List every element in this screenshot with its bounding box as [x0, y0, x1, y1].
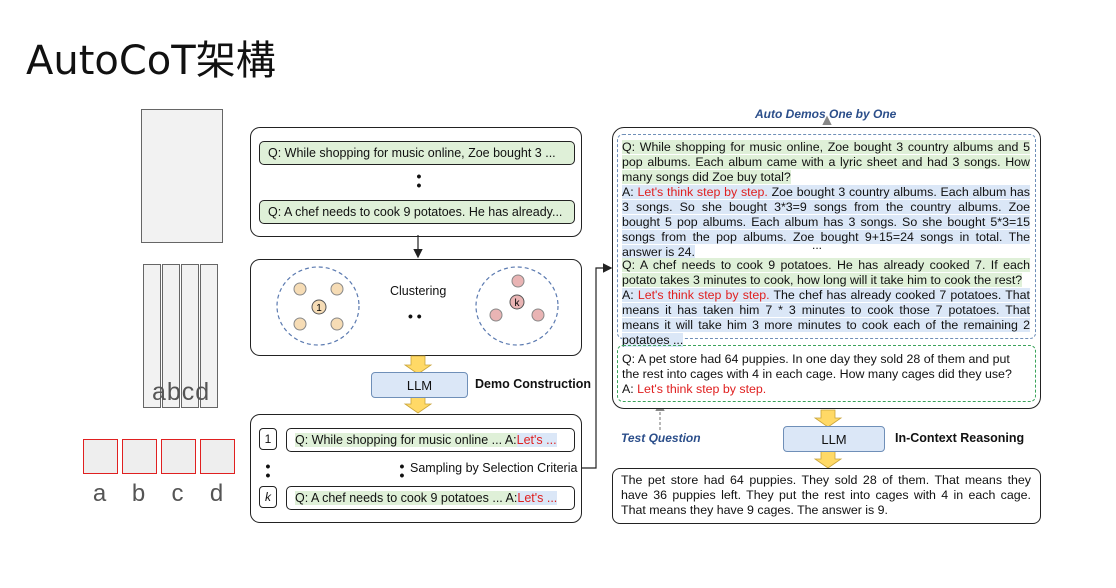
demo-2-question: Q: A chef needs to cook 9 potatoes. He h…	[622, 258, 1030, 287]
question-box-1: Q: While shopping for music online, Zoe …	[259, 141, 575, 165]
red-box-a	[83, 439, 118, 474]
red-box-b	[122, 439, 157, 474]
demo-1: Q: While shopping for music online, Zoe …	[622, 140, 1030, 260]
cluster-1-id: 1	[316, 303, 322, 314]
sampling-label: Sampling by Selection Criteria	[410, 461, 578, 475]
yellow-arrow-1	[403, 355, 433, 375]
sampled-demo-1-question: Q: While shopping for music online ... A…	[295, 433, 517, 447]
column-bar-b	[162, 264, 180, 408]
red-letter-b: b	[131, 480, 146, 507]
demo-1-question: Q: While shopping for music online, Zoe …	[622, 140, 1030, 184]
column-bar-a	[143, 264, 161, 408]
sampling-vertical-ellipsis: ••	[399, 458, 405, 483]
red-box-c	[161, 439, 196, 474]
test-answer-prefix: A:	[622, 382, 638, 396]
clustering-panel	[250, 259, 582, 356]
demos-ellipsis: ...	[812, 238, 823, 252]
demo-2-answer-prefix: A:	[622, 288, 638, 302]
sampled-demo-k-question: Q: A chef needs to cook 9 potatoes ... A…	[295, 491, 518, 505]
cluster-1-point	[330, 317, 344, 331]
red-letter-d: d	[209, 480, 224, 507]
auto-demos-label: Auto Demos One by One	[755, 107, 897, 121]
yellow-arrow-3	[813, 409, 843, 428]
output-panel	[612, 468, 1041, 524]
column-bar-d	[200, 264, 218, 408]
auto-demos-dashed-box	[617, 134, 1036, 339]
red-letter-c: c	[171, 480, 184, 507]
cluster-k-center	[509, 294, 525, 310]
cluster-1-point	[293, 317, 307, 331]
cluster-k-point	[531, 308, 545, 322]
cluster-1-circle	[276, 266, 360, 346]
test-question-text: Q: A pet store had 64 puppies. In one da…	[622, 352, 1012, 381]
yellow-arrow-4	[813, 450, 843, 469]
cluster-k-point	[511, 274, 525, 288]
sampled-demo-1-trigger: Let's ...	[516, 433, 557, 447]
demo-construction-label: Demo Construction	[475, 377, 591, 391]
column-bar-c	[181, 264, 199, 408]
sample-index-k: k	[259, 486, 277, 508]
sampled-demo-k-trigger: Let's ...	[517, 491, 558, 505]
test-question: Q: A pet store had 64 puppies. In one da…	[622, 352, 1017, 397]
sampled-demo-1: Q: While shopping for music online ... A…	[286, 428, 575, 452]
cluster-k-circle	[475, 266, 559, 346]
cluster-k-id: k	[515, 298, 521, 309]
demo-2-trigger: Let's think step by step.	[637, 288, 770, 302]
cluster-k-point	[489, 308, 503, 322]
page-title: AutoCoT架構	[26, 38, 276, 84]
question-box-2: Q: A chef needs to cook 9 potatoes. He h…	[259, 200, 575, 224]
clustering-graphic: 1 k	[276, 266, 559, 346]
test-question-dashed-box	[617, 345, 1036, 402]
document-block	[141, 109, 223, 243]
arrow-sampling-to-demos	[580, 263, 613, 469]
cluster-1-point	[330, 282, 344, 296]
horizontal-ellipsis: • •	[408, 308, 422, 324]
demo-1-answer-prefix: A:	[622, 185, 638, 199]
yellow-arrow-2	[403, 395, 433, 414]
cluster-1-point	[293, 282, 307, 296]
sample-index-1: 1	[259, 428, 277, 450]
cluster-1-center	[311, 299, 327, 315]
demo-2: Q: A chef needs to cook 9 potatoes. He h…	[622, 258, 1030, 348]
sampled-demo-k: Q: A chef needs to cook 9 potatoes ... A…	[286, 486, 575, 510]
output-text: The pet store had 64 puppies. They sold …	[621, 473, 1031, 517]
demo-1-trigger: Let's think step by step.	[637, 185, 768, 199]
test-trigger: Let's think step by step.	[637, 382, 767, 396]
bar-letters: abcd	[152, 378, 211, 406]
sampling-vertical-ellipsis-left: ••	[265, 458, 271, 483]
in-context-reasoning-label: In-Context Reasoning	[895, 431, 1025, 445]
llm-demo-construction: LLM	[371, 372, 468, 398]
red-letter-a: a	[92, 480, 107, 507]
vertical-ellipsis: ••	[416, 168, 422, 193]
clustering-label: Clustering	[390, 284, 447, 298]
llm-in-context: LLM	[783, 426, 885, 452]
red-box-d	[200, 439, 235, 474]
test-question-label: Test Question	[621, 431, 701, 445]
